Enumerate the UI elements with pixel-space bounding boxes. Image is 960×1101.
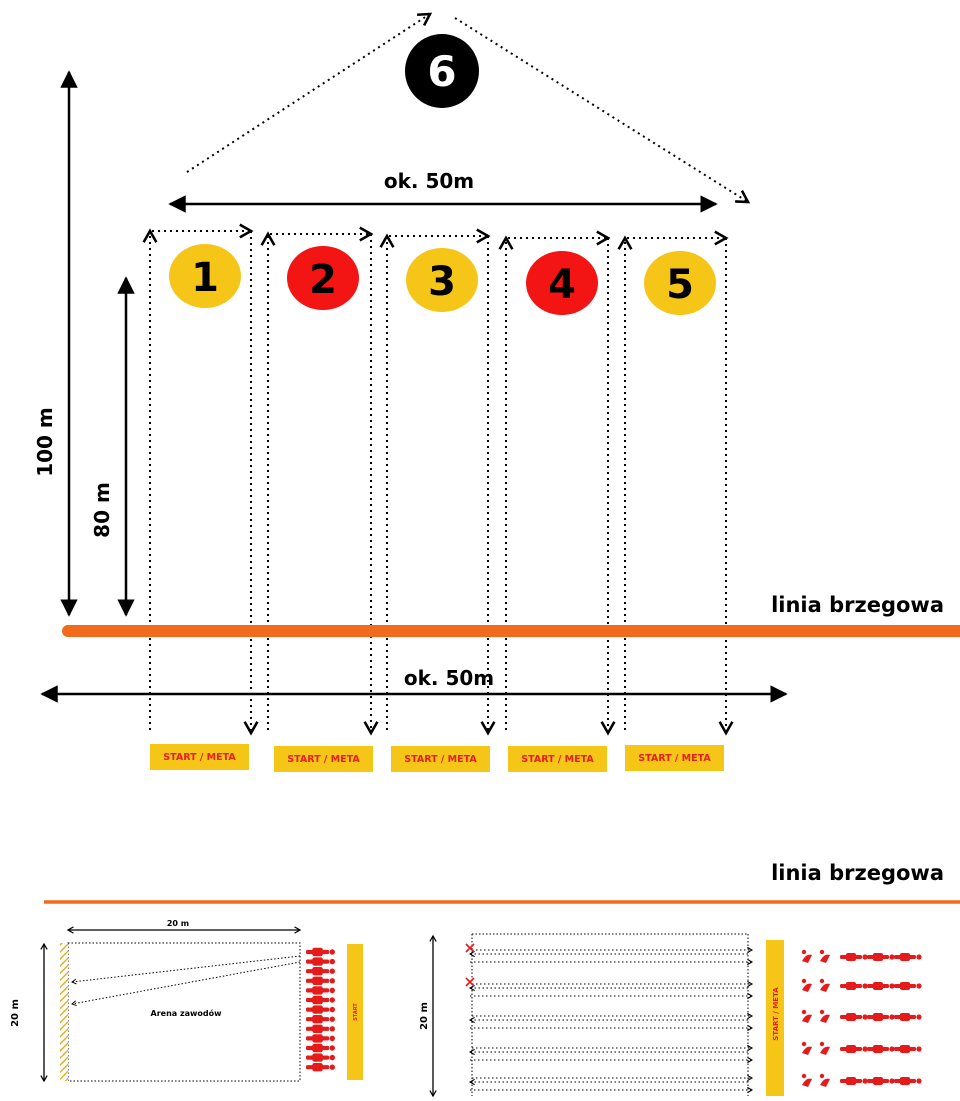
buoy-6: 6	[405, 34, 479, 108]
swim-lanes: 1 2 3 4 5	[142, 223, 734, 736]
competitor-icon	[306, 947, 335, 957]
competitor-icon	[306, 1005, 335, 1014]
route-from-buoy-6	[454, 17, 751, 204]
competitor-icon	[306, 986, 335, 995]
competitor-icon	[840, 1077, 868, 1085]
start-meta-box-3: START / META	[391, 746, 490, 772]
start-meta-label: START / META	[521, 754, 594, 765]
top-course: 6 ok. 50m 100 m 80 m 1 2 3 4 5 linia brzegow…	[33, 12, 960, 772]
competitor-icon	[306, 1024, 335, 1033]
width-label-bottom: ok. 50m	[404, 666, 494, 690]
buoy-1-number: 1	[191, 255, 219, 301]
left-start-label: START	[353, 1003, 359, 1021]
left-arena: 20 m 20 m Arena zawodów START	[10, 919, 363, 1083]
competitor-icon	[894, 1045, 922, 1053]
buoy-6-number: 6	[427, 47, 456, 96]
turn-marker-icon	[465, 943, 475, 953]
buoy-3-number: 3	[428, 259, 456, 305]
competitor-icon	[867, 1013, 895, 1021]
competitor-icon	[840, 953, 868, 961]
start-meta-label: START / META	[287, 754, 360, 765]
arena-route-b	[71, 961, 301, 1007]
buoy-5-number: 5	[666, 262, 694, 308]
left-arena-competitors	[306, 947, 335, 1072]
buoy-2-number: 2	[309, 257, 337, 303]
buoy-2: 2	[287, 246, 359, 310]
turn-marker-icon	[465, 977, 475, 987]
start-meta-label: START / META	[404, 754, 477, 765]
right-arena-lanes	[465, 943, 754, 1094]
shoreline-label-top: linia brzegowa	[771, 593, 944, 617]
start-meta-box-5: START / META	[625, 745, 724, 771]
start-meta-box-4: START / META	[508, 746, 607, 772]
right-arena: 20 m START / META	[419, 933, 922, 1098]
competitor-icon	[840, 982, 868, 990]
competitor-icon	[867, 1077, 895, 1085]
buoy-3: 3	[406, 248, 478, 312]
shoreline-label-bottom: linia brzegowa	[771, 861, 944, 885]
competitor-icon	[894, 1077, 922, 1085]
buoy-4-number: 4	[548, 262, 576, 308]
competitor-icon	[894, 953, 922, 961]
competitor-icon	[306, 1053, 335, 1062]
diver-icon	[801, 1073, 830, 1087]
start-meta-boxes: START / META START / META START / META STAR…	[150, 744, 724, 772]
competitor-icon	[867, 1045, 895, 1053]
competitor-icon	[867, 982, 895, 990]
competitor-icon	[840, 1013, 868, 1021]
competitor-icon	[840, 1045, 868, 1053]
competitor-icon	[894, 982, 922, 990]
diver-icon	[801, 1041, 830, 1055]
height-label-80: 80 m	[90, 482, 114, 538]
right-arena-competitors	[801, 949, 922, 1087]
competitor-icon	[306, 1015, 335, 1024]
arena-wall-hatch	[60, 943, 68, 1081]
arena-boundary	[67, 942, 301, 1082]
bottom-course: linia brzegowa 20 m 20 m Arena zawodów S…	[10, 861, 960, 1098]
buoy-1: 1	[169, 244, 241, 308]
competitor-icon	[306, 976, 335, 985]
buoy-5: 5	[644, 251, 716, 315]
start-meta-label: START / META	[163, 752, 236, 763]
competitor-icon	[306, 967, 335, 976]
left-arena-width-label: 20 m	[167, 919, 189, 928]
competitor-icon	[306, 1043, 335, 1053]
arena-route-a	[71, 955, 301, 985]
start-meta-label: START / META	[638, 753, 711, 764]
left-arena-height-label: 20 m	[10, 999, 21, 1027]
competitor-icon	[306, 957, 335, 966]
diver-icon	[801, 978, 830, 992]
start-meta-box-1: START / META	[150, 744, 249, 770]
right-start-label: START / META	[772, 987, 780, 1041]
right-arena-height-label: 20 m	[419, 1002, 430, 1030]
competitor-icon	[306, 1063, 335, 1072]
height-label-100: 100 m	[33, 407, 57, 477]
diver-icon	[801, 1009, 830, 1023]
diver-icon	[801, 949, 830, 963]
competitor-icon	[867, 953, 895, 961]
left-start-bar	[347, 944, 363, 1080]
competitor-icon	[306, 995, 335, 1005]
buoy-4: 4	[526, 251, 598, 315]
width-label-top: ok. 50m	[384, 169, 474, 193]
start-meta-box-2: START / META	[274, 746, 373, 772]
arena-label: Arena zawodów	[151, 1008, 223, 1018]
competitor-icon	[894, 1013, 922, 1021]
right-start-bar	[766, 940, 784, 1096]
route-to-buoy-6	[186, 12, 433, 173]
competitor-icon	[306, 1034, 335, 1043]
